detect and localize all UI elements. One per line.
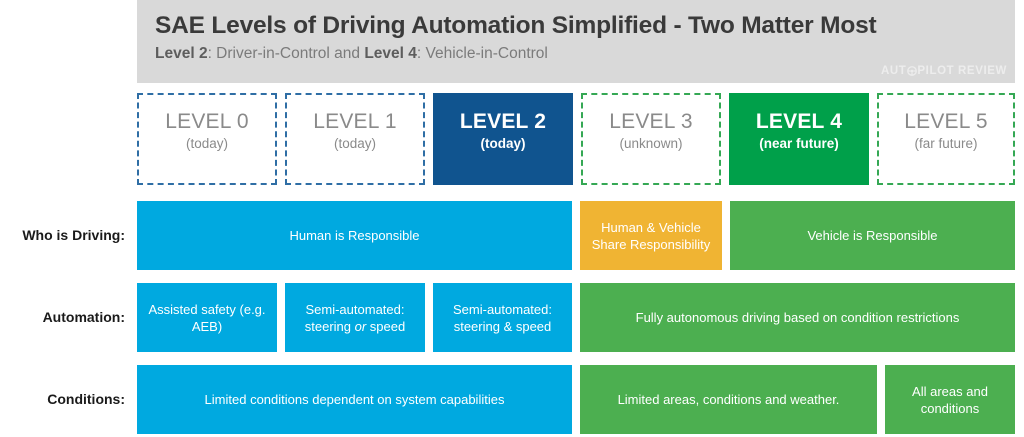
row-label-automation: Automation: [42,309,125,325]
cell-who-2-text: Vehicle is Responsible [807,228,938,243]
cell-who-2: Vehicle is Responsible [730,201,1015,270]
level-card-4-title: LEVEL 4 [755,110,843,133]
levels-row: LEVEL 0 (today) LEVEL 1 (today) LEVEL 2 … [137,93,1015,185]
cell-auto-3: Fully autonomous driving based on condit… [580,283,1015,352]
cell-cond-2: All areas and conditions [885,365,1015,434]
cell-cond-1: Limited areas, conditions and weather. [580,365,877,434]
level-card-3[interactable]: LEVEL 3 (unknown) [581,93,721,185]
level-card-5[interactable]: LEVEL 5 (far future) [877,93,1015,185]
cell-auto-2: Semi-automated: steering & speed [433,283,572,352]
cell-cond-0: Limited conditions dependent on system c… [137,365,572,434]
cell-auto-0: Assisted safety (e.g. AEB) [137,283,277,352]
level-card-0[interactable]: LEVEL 0 (today) [137,93,277,185]
cell-cond-1-text: Limited areas, conditions and weather. [617,392,840,407]
cell-auto-2-text: Semi-automated: steering & speed [453,301,552,334]
level-card-3-title: LEVEL 3 [609,110,693,133]
level-card-4-subtitle: (near future) [759,136,839,151]
row-conditions: Conditions: Limited conditions dependent… [0,365,1024,434]
row-automation: Automation: Assisted safety (e.g. AEB) S… [0,283,1024,352]
level-card-2[interactable]: LEVEL 2 (today) [433,93,573,185]
subtitle-mid: : Driver-in-Control and [207,45,365,62]
cell-who-1-text: Human & Vehicle Share Responsibility [591,219,711,252]
cell-cond-0-text: Limited conditions dependent on system c… [204,392,505,407]
cell-auto-3-text: Fully autonomous driving based on condit… [635,310,960,325]
cell-who-1: Human & Vehicle Share Responsibility [580,201,722,270]
row-label-who-is-driving: Who is Driving: [22,227,125,243]
level-card-5-title: LEVEL 5 [904,110,988,133]
level-card-1-title: LEVEL 1 [313,110,397,133]
cell-auto-0-text: Assisted safety (e.g. AEB) [148,301,266,334]
subtitle-level2-bold: Level 2 [155,45,208,62]
cell-cond-2-text: All areas and conditions [912,383,988,416]
level-card-2-subtitle: (today) [480,136,526,151]
page-title: SAE Levels of Driving Automation Simplif… [155,12,877,39]
page-subtitle: Level 2: Driver-in-Control and Level 4: … [155,43,997,65]
level-card-2-title: LEVEL 2 [459,110,547,133]
cell-who-0-text: Human is Responsible [289,228,420,243]
level-card-3-subtitle: (unknown) [619,136,683,151]
watermark: AUT PILOT REVIEW [881,65,1007,77]
level-card-5-subtitle: (far future) [914,136,978,151]
level-card-0-subtitle: (today) [185,136,229,151]
cell-auto-1-text: Semi-automated:steering or speed [304,301,406,334]
watermark-text-left: AUT [880,65,907,77]
steering-wheel-icon [906,66,917,76]
header-bar: SAE Levels of Driving Automation Simplif… [137,0,1015,83]
row-who-is-driving: Who is Driving: Human is Responsible Hum… [0,201,1024,270]
level-card-4[interactable]: LEVEL 4 (near future) [729,93,869,185]
level-card-1[interactable]: LEVEL 1 (today) [285,93,425,185]
cell-who-0: Human is Responsible [137,201,572,270]
subtitle-level4-bold: Level 4 [364,45,417,62]
level-card-1-subtitle: (today) [333,136,377,151]
level-card-0-title: LEVEL 0 [165,110,249,133]
row-label-conditions: Conditions: [47,391,125,407]
watermark-text-right: PILOT REVIEW [917,65,1007,77]
subtitle-suffix: : Vehicle-in-Control [416,45,548,62]
cell-auto-1: Semi-automated:steering or speed [285,283,425,352]
